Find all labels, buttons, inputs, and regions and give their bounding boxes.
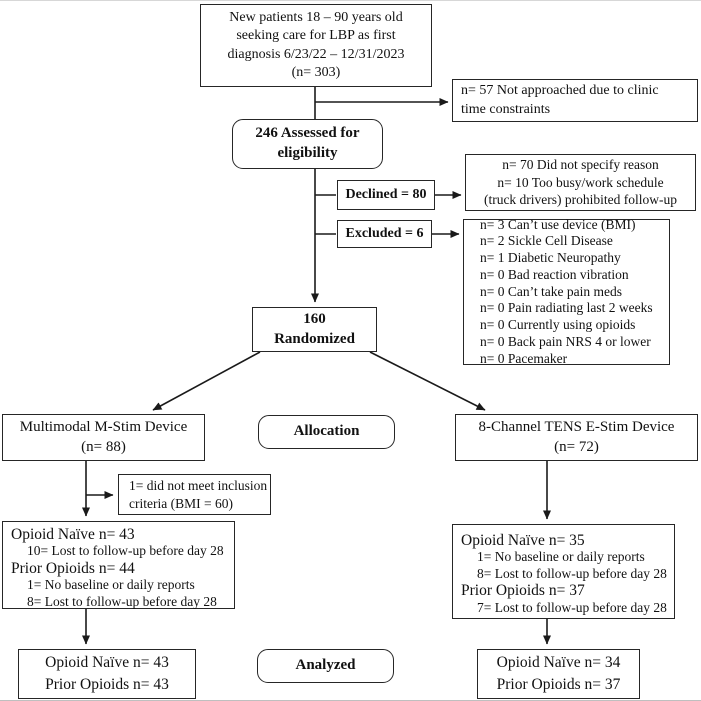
allocation-stage-label: Allocation bbox=[258, 415, 395, 449]
not-approached-box: n= 57 Not approached due to clinic time … bbox=[452, 79, 698, 122]
new-patients-box: New patients 18 – 90 years old seeking c… bbox=[200, 4, 432, 87]
tens-opioid-naive-line: Opioid Naïve n= 35 bbox=[461, 532, 585, 549]
exclusion-reasons-box: n= 3 Can’t use device (BMI) n= 2 Sickle … bbox=[463, 217, 670, 366]
mstim-opioid-naive-line: Opioid Naïve n= 43 bbox=[11, 526, 135, 543]
excluded-box: Excluded = 6 bbox=[337, 220, 432, 248]
mstim-no-baseline-line: 1= No baseline or daily reports bbox=[27, 577, 195, 593]
analyzed-stage-label: Analyzed bbox=[257, 649, 394, 683]
tens-analyzed-box: Opioid Naïve n= 34 Prior Opioids n= 37 bbox=[477, 649, 640, 699]
tens-no-baseline-line: 1= No baseline or daily reports bbox=[477, 549, 645, 565]
mstim-prior-opioids-line: Prior Opioids n= 44 bbox=[11, 559, 135, 577]
tens-naive-lost-line: 8= Lost to follow-up before day 28 bbox=[477, 565, 667, 581]
mstim-followup-box: Opioid Naïve n= 43 10= Lost to follow-up… bbox=[2, 521, 235, 609]
declined-box: Declined = 80 bbox=[337, 180, 435, 210]
mstim-exclusion-box: 1= did not meet inclusion criteria (BMI … bbox=[118, 474, 271, 515]
mstim-allocation-box: Multimodal M-Stim Device (n= 88) bbox=[2, 414, 205, 461]
mstim-analyzed-box: Opioid Naïve n= 43 Prior Opioids n= 43 bbox=[18, 649, 196, 699]
mstim-naive-lost-line: 10= Lost to follow-up before day 28 bbox=[27, 543, 224, 559]
randomized-box: 160 Randomized bbox=[252, 307, 377, 352]
tens-allocation-box: 8-Channel TENS E-Stim Device (n= 72) bbox=[455, 414, 698, 461]
tens-prior-lost-line: 7= Lost to follow-up before day 28 bbox=[477, 599, 667, 615]
mstim-prior-lost-line: 8= Lost to follow-up before day 28 bbox=[27, 593, 217, 609]
assessed-for-eligibility-box: 246 Assessed for eligibility bbox=[232, 119, 383, 169]
declined-reasons-box: n= 70 Did not specify reason n= 10 Too b… bbox=[465, 154, 696, 211]
tens-prior-opioids-line: Prior Opioids n= 37 bbox=[461, 582, 585, 600]
tens-followup-box: Opioid Naïve n= 35 1= No baseline or dai… bbox=[452, 524, 675, 619]
